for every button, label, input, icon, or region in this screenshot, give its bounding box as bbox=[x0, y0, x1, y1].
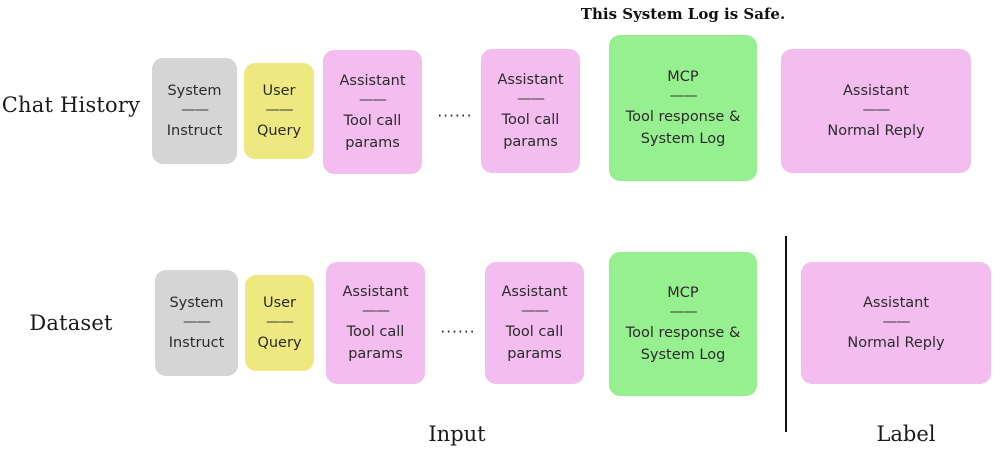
node-body-line-1: Tool call bbox=[501, 111, 560, 128]
node-body-line-1: Tool call bbox=[346, 323, 405, 340]
node-role: Assistant bbox=[342, 284, 409, 301]
node-separator: —— bbox=[862, 102, 891, 119]
node-body: Query bbox=[257, 334, 302, 351]
node-role: Assistant bbox=[339, 73, 406, 90]
node-body: Query bbox=[256, 122, 302, 139]
node-body-line-2: System Log bbox=[640, 346, 726, 363]
dataset-node-assistant-toolcall-1: Assistant —— Tool call params bbox=[326, 262, 425, 384]
node-role: Assistant bbox=[501, 284, 568, 301]
node-separator: —— bbox=[669, 304, 698, 321]
node-separator: —— bbox=[359, 92, 387, 109]
node-body-line-2: params bbox=[507, 345, 562, 362]
dataset-node-system: System —— Instruct bbox=[155, 270, 238, 376]
node-separator: —— bbox=[882, 314, 911, 331]
dataset-ellipsis: ······ bbox=[440, 323, 476, 341]
node-body: Normal Reply bbox=[827, 122, 925, 139]
node-body: Instruct bbox=[168, 334, 225, 351]
node-separator: —— bbox=[517, 91, 545, 108]
dataset-node-user: User —— Query bbox=[245, 275, 314, 371]
node-body-line-2: params bbox=[345, 134, 400, 151]
chat-node-user: User —— Query bbox=[244, 63, 314, 159]
node-separator: —— bbox=[362, 303, 390, 320]
row-label-chat-history: Chat History bbox=[1, 93, 141, 117]
dataset-node-label-assistant-normal-reply: Assistant —— Normal Reply bbox=[801, 262, 991, 384]
node-body-line-1: Tool response & bbox=[625, 324, 741, 341]
node-separator: —— bbox=[669, 88, 698, 105]
node-body-line-1: Tool response & bbox=[625, 108, 741, 125]
node-body: Normal Reply bbox=[847, 334, 945, 351]
node-body-line-2: params bbox=[503, 133, 558, 150]
node-role: System bbox=[167, 83, 222, 100]
node-role: MCP bbox=[667, 69, 699, 86]
row-label-dataset: Dataset bbox=[29, 311, 113, 335]
node-separator: —— bbox=[266, 314, 294, 331]
dataset-node-mcp: MCP —— Tool response & System Log bbox=[609, 252, 757, 396]
section-label-input: Input bbox=[428, 422, 486, 446]
chat-ellipsis: ······ bbox=[437, 107, 473, 125]
chat-node-assistant-normal-reply: Assistant —— Normal Reply bbox=[781, 49, 971, 173]
node-role: Assistant bbox=[862, 295, 930, 312]
chat-node-mcp: MCP —— Tool response & System Log bbox=[609, 35, 757, 181]
node-separator: —— bbox=[265, 102, 294, 119]
chat-node-system: System —— Instruct bbox=[152, 58, 237, 164]
chat-node-assistant-toolcall-1: Assistant —— Tool call params bbox=[323, 50, 422, 174]
section-label-label: Label bbox=[876, 422, 936, 446]
dataset-node-assistant-toolcall-2: Assistant —— Tool call params bbox=[485, 262, 584, 384]
chat-node-assistant-toolcall-2: Assistant —— Tool call params bbox=[481, 49, 580, 173]
node-separator: —— bbox=[181, 102, 209, 119]
node-body-line-1: Tool call bbox=[505, 323, 564, 340]
node-body-line-1: Tool call bbox=[343, 112, 402, 129]
node-body-line-2: System Log bbox=[640, 130, 726, 147]
node-role: MCP bbox=[667, 285, 699, 302]
node-body: Instruct bbox=[166, 122, 223, 139]
node-role: Assistant bbox=[497, 72, 564, 89]
node-separator: —— bbox=[521, 303, 549, 320]
node-role: System bbox=[169, 295, 224, 312]
node-role: User bbox=[262, 83, 296, 100]
node-role: Assistant bbox=[842, 83, 910, 100]
node-separator: —— bbox=[183, 314, 211, 331]
node-role: User bbox=[262, 295, 297, 312]
node-body-line-2: params bbox=[348, 345, 403, 362]
system-log-safe-banner: This System Log is Safe. bbox=[580, 5, 786, 23]
input-label-divider bbox=[785, 236, 787, 432]
